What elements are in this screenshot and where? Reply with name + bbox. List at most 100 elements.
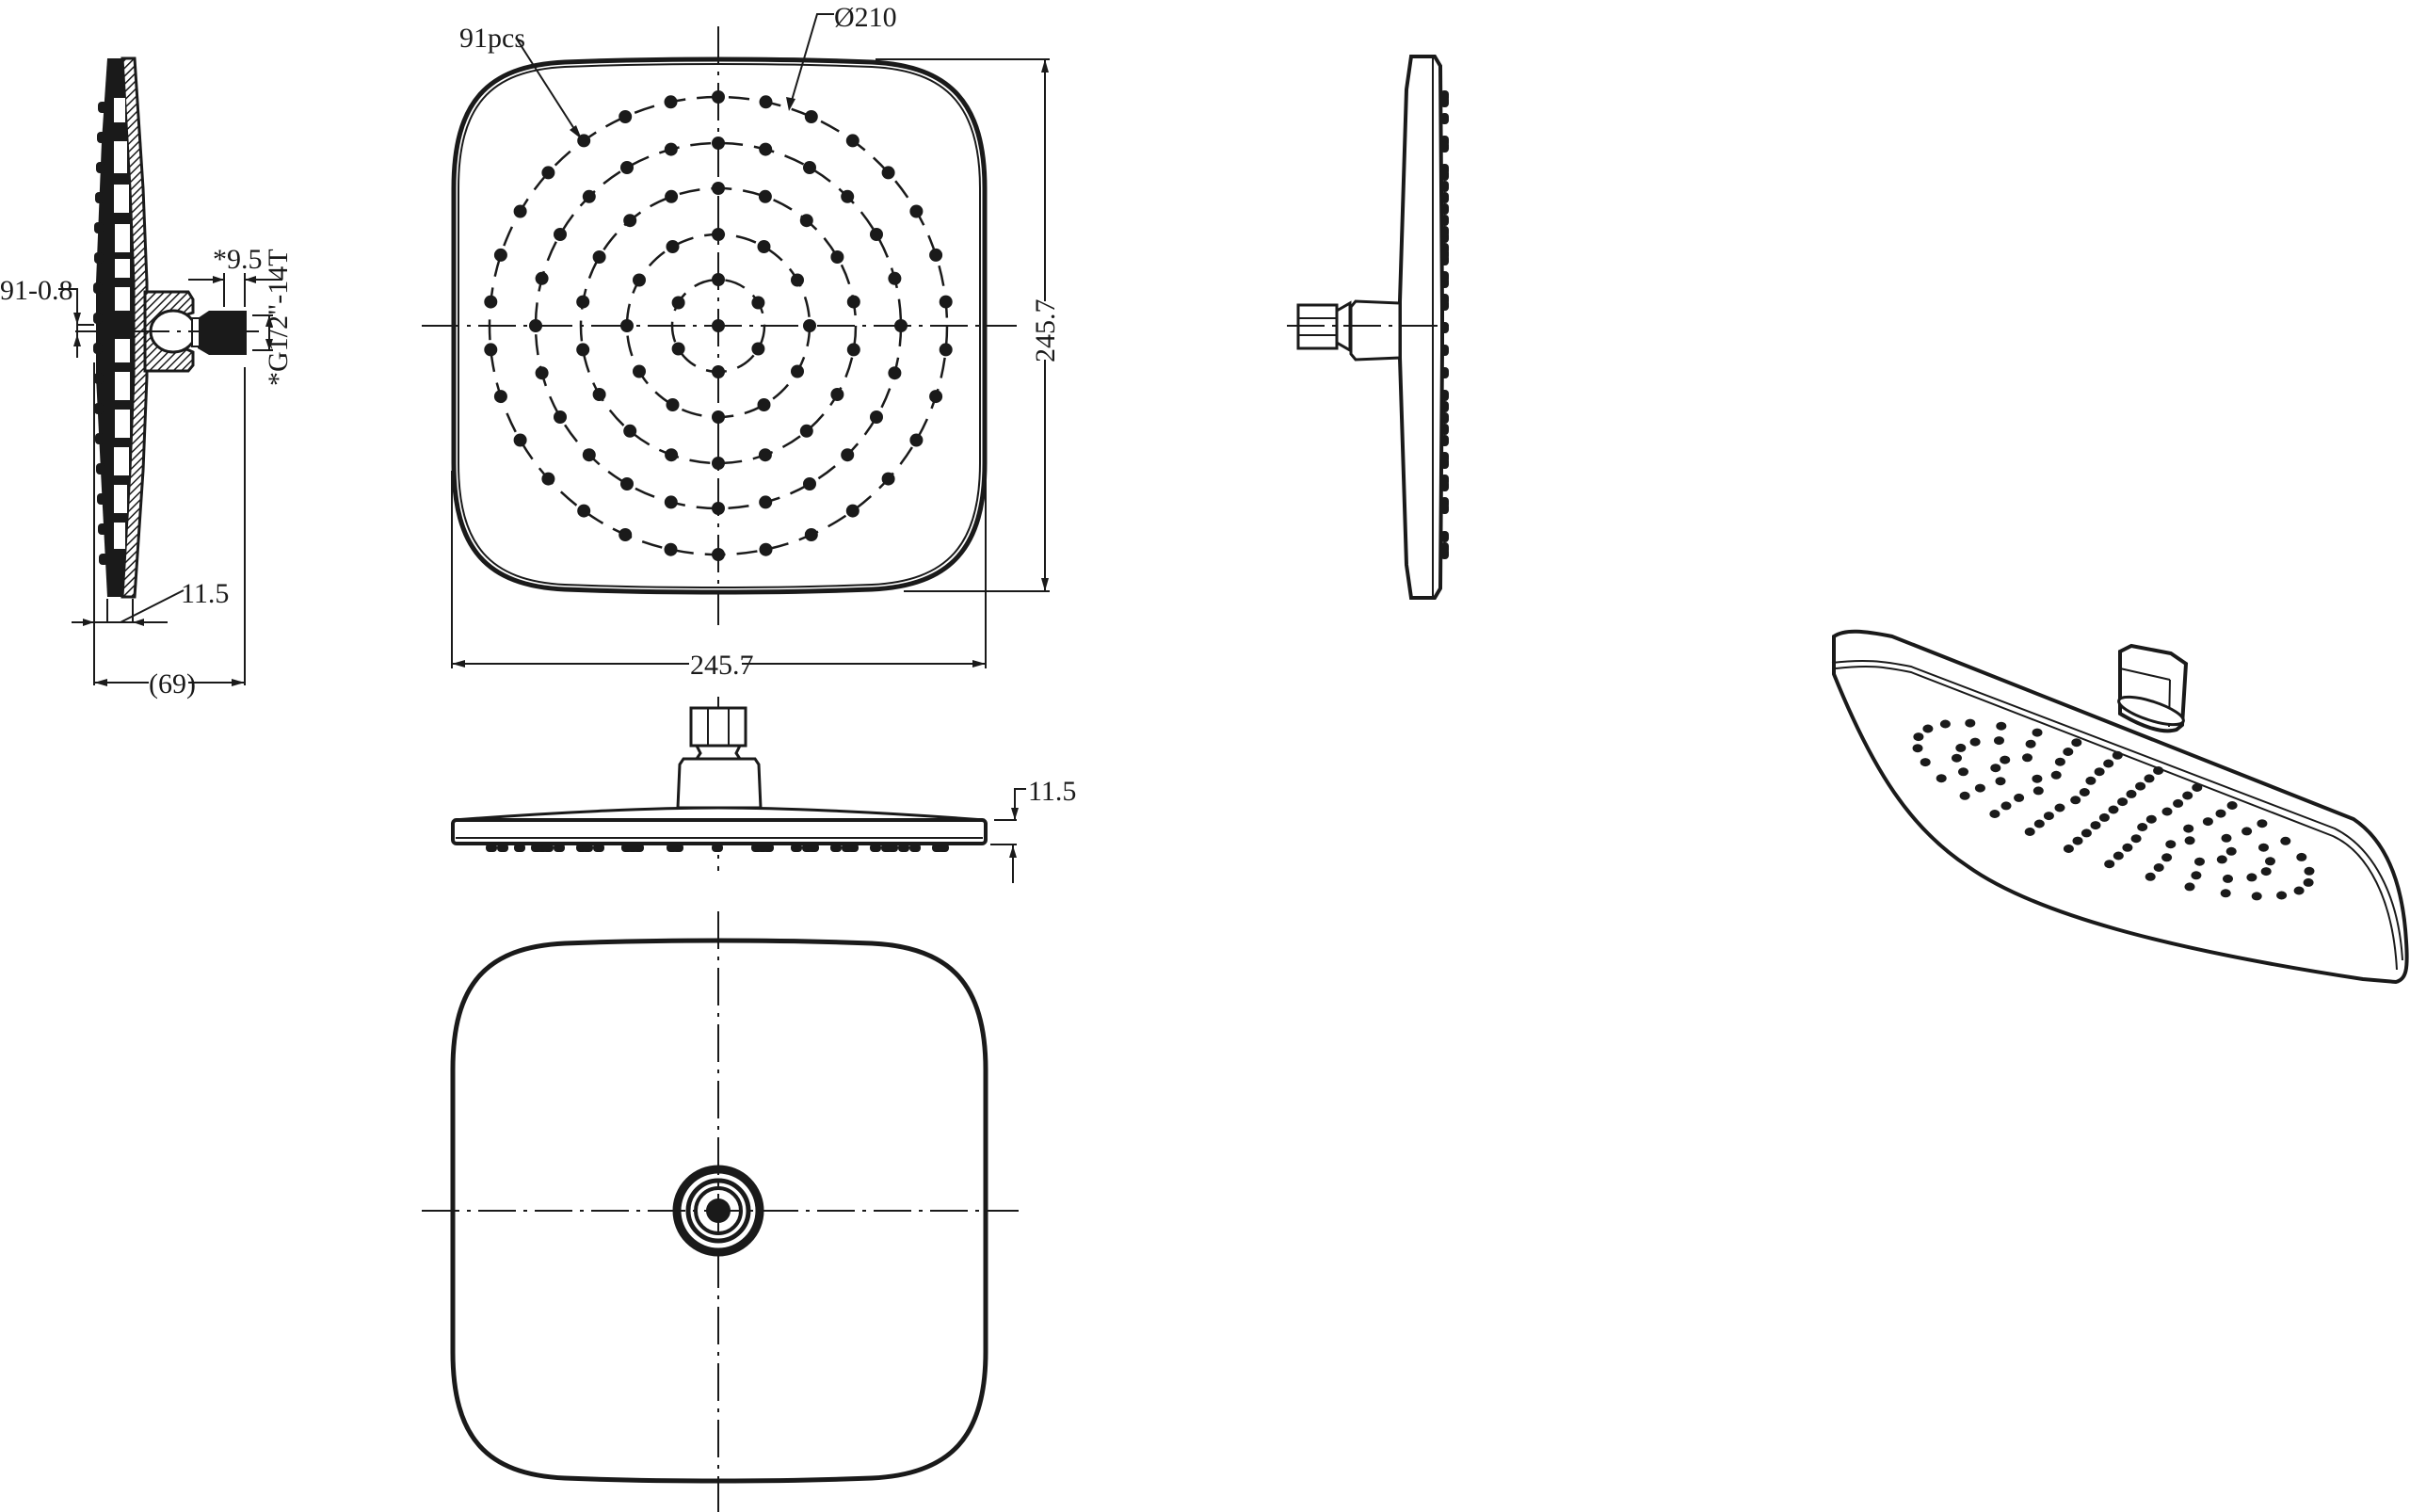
- label-thread: *G1/2"-14T: [263, 249, 294, 386]
- dim-hex-width: *9.5: [188, 244, 282, 307]
- nozzle: [484, 295, 498, 309]
- nozzle: [664, 95, 678, 109]
- nozzle: [888, 271, 902, 285]
- right-plate: [1398, 55, 1444, 600]
- mount-flange: [672, 1165, 764, 1257]
- nozzle: [623, 214, 637, 228]
- front-elevation: 11.5: [451, 697, 1076, 883]
- nozzle: [799, 214, 813, 228]
- nozzle: [791, 364, 804, 378]
- elevation-neck: [694, 744, 743, 761]
- nozzle: [577, 504, 591, 518]
- nozzle: [541, 166, 555, 180]
- nozzle: [535, 366, 549, 380]
- leader-pattern-diameter: Ø210: [786, 2, 897, 111]
- nozzle: [881, 166, 895, 180]
- elevation-nut: [689, 706, 747, 748]
- nozzle: [712, 319, 725, 332]
- nozzle: [841, 448, 855, 462]
- nozzle: [712, 548, 725, 561]
- nozzle: [582, 189, 596, 203]
- nozzle: [803, 319, 816, 332]
- nozzle: [803, 161, 816, 174]
- nozzle: [619, 110, 633, 123]
- nozzle: [939, 343, 953, 357]
- nozzle: [845, 134, 860, 148]
- nozzle: [759, 95, 773, 109]
- nozzle: [712, 410, 725, 424]
- nozzle: [804, 110, 818, 123]
- nozzle: [803, 477, 816, 491]
- nozzle: [535, 271, 549, 285]
- nozzle: [757, 398, 771, 411]
- nozzle: [759, 142, 773, 156]
- nozzle: [751, 296, 765, 310]
- iso-body: [1832, 629, 2409, 985]
- nozzle: [845, 504, 860, 518]
- elevation-base: [676, 757, 763, 810]
- nozzle: [712, 502, 725, 515]
- dim-height: 245.7: [876, 58, 1061, 592]
- elevation-nozzles: [486, 844, 949, 852]
- nozzle: [846, 295, 860, 309]
- dim-thread: *G1/2"-14T: [252, 249, 294, 386]
- right-base: [1349, 299, 1402, 362]
- nozzle: [664, 542, 678, 556]
- nozzle: [929, 248, 943, 262]
- nozzle: [894, 319, 908, 332]
- nozzle: [493, 248, 507, 262]
- dim-plate-thickness-front: 11.5: [990, 776, 1076, 883]
- elevation-plate-top: [453, 806, 986, 822]
- nozzle: [791, 273, 804, 287]
- nozzle: [665, 189, 679, 203]
- nozzle: [758, 448, 772, 462]
- nozzle: [592, 250, 606, 264]
- nozzle: [846, 343, 860, 357]
- nozzle: [484, 343, 498, 357]
- nozzle: [939, 295, 953, 309]
- nozzle: [633, 364, 646, 378]
- nozzle: [712, 90, 725, 104]
- dim-overall-depth: (69): [94, 668, 245, 700]
- top-view: 91pcs Ø210 245.7 245.7: [422, 2, 1061, 681]
- nozzle: [671, 342, 685, 356]
- nozzle: [712, 273, 725, 286]
- nozzle: [759, 495, 773, 509]
- nozzle: [712, 182, 725, 195]
- nozzle: [633, 273, 646, 287]
- nozzle: [830, 388, 844, 401]
- iso-nozzles: [1912, 718, 2315, 901]
- nozzle: [909, 433, 924, 447]
- nozzle: [513, 433, 527, 447]
- nozzle: [909, 204, 924, 218]
- internal-cavities: [114, 98, 130, 549]
- nozzle: [759, 542, 773, 556]
- nozzle: [757, 240, 771, 253]
- nozzle: [841, 189, 855, 203]
- bottom-view-outline: [450, 938, 988, 1484]
- bottom-view: [422, 911, 1019, 1512]
- label-hex-width: *9.5: [213, 244, 263, 275]
- nozzle: [554, 410, 567, 424]
- nozzle: [664, 142, 678, 156]
- nozzle-dots: [484, 90, 953, 561]
- label-overall-depth: (69): [149, 668, 196, 700]
- label-plate-thickness-side: 11.5: [181, 578, 229, 609]
- nozzle: [666, 398, 680, 411]
- top-view-outline: [451, 56, 988, 595]
- nozzle: [623, 424, 637, 438]
- nozzle: [881, 472, 895, 486]
- label-width: 245.7: [690, 650, 754, 681]
- nozzle: [712, 228, 725, 241]
- nozzle: [513, 204, 527, 218]
- nozzle: [619, 528, 633, 541]
- nozzle: [751, 342, 765, 356]
- label-tolerance: 91-0.8: [0, 275, 73, 306]
- label-nozzle-count: 91pcs: [459, 23, 525, 54]
- nozzle: [620, 161, 634, 174]
- leader-nozzle-count: 91pcs: [459, 23, 582, 139]
- connector-nut: [198, 311, 247, 355]
- nozzle: [554, 228, 567, 241]
- nozzle: [712, 457, 725, 470]
- nozzle: [830, 250, 844, 264]
